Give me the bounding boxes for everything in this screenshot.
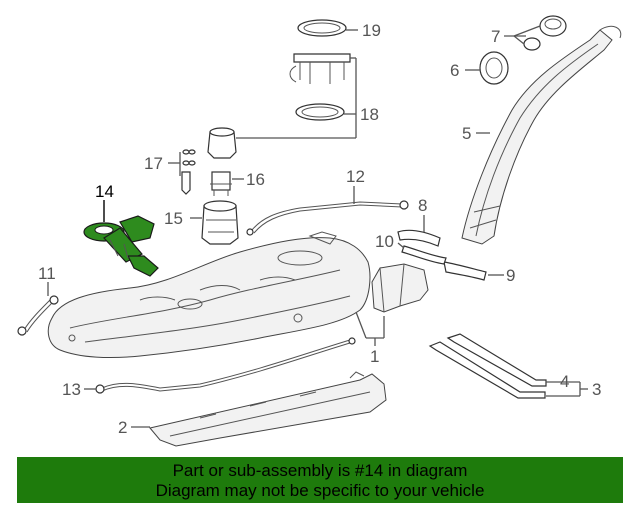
notice-line-part: Part or sub-assembly is #14 in diagram [172,461,468,480]
fuel-cap [523,15,567,51]
callout-1: 1 [370,347,379,366]
notice-line-disclaimer: Diagram may not be specific to your vehi… [155,481,485,500]
callout-2: 2 [118,418,127,437]
callout-19: 19 [362,21,381,40]
fuel-filter [210,171,232,196]
fuel-system-exploded-diagram: 1 2 3 4 5 6 7 8 9 10 11 12 13 14 15 16 1… [17,15,622,447]
callout-17: 17 [144,154,163,173]
fuel-line-upper [246,200,409,236]
callout-16: 16 [246,170,265,189]
callout-14: 14 [95,182,114,201]
callout-12: 12 [346,167,365,186]
pump-module [207,19,351,159]
o-ring-set [181,149,196,195]
callout-4: 4 [560,372,569,391]
fuel-hoses [397,229,487,281]
callout-8: 8 [418,196,427,215]
callout-7: 7 [491,27,500,46]
filler-housing [479,51,509,85]
callout-3: 3 [592,380,601,399]
callout-6: 6 [450,61,459,80]
tank-protector [371,263,429,313]
fuel-tank [47,231,371,359]
tank-straps [428,333,547,399]
callout-5: 5 [462,124,471,143]
callout-9: 9 [506,266,515,285]
pump-housing [201,200,239,245]
vent-line [17,295,59,336]
callout-15: 15 [164,209,183,228]
fuel-pump-assembly-highlighted [83,215,159,277]
protector-plate [149,371,387,447]
callout-10: 10 [375,232,394,251]
callout-13: 13 [62,380,81,399]
callout-18: 18 [360,105,379,124]
part-notice-banner: Part or sub-assembly is #14 in diagram D… [17,457,623,503]
filler-pipe [461,25,622,245]
callout-11: 11 [38,264,56,283]
